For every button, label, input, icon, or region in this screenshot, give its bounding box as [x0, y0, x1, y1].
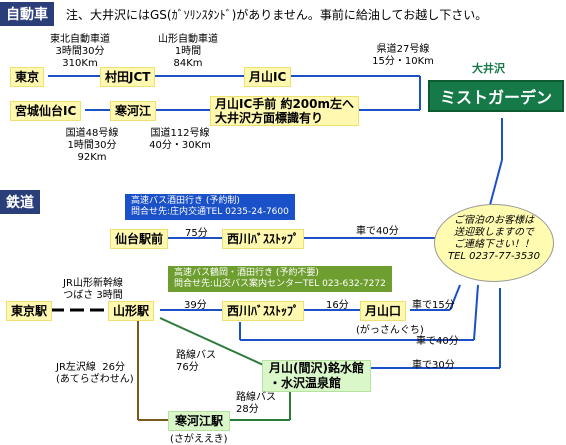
node-sendai-ic: 宮城仙台IC [10, 101, 82, 121]
line-route-bus76 [159, 317, 271, 369]
node-murata-jct: 村田JCT [100, 67, 156, 87]
bus-sakata-info: 高速バス酒田行き (予約制) 問合せ先:庄内交通TEL 0235-24-7600 [125, 194, 295, 220]
node-sendai-station: 仙台駅前 [110, 229, 169, 249]
destination-mist-garden: ミストガーデン [428, 80, 565, 112]
car-40min-1: 車で40分 [356, 226, 399, 237]
sagae-station-reading: (さがええき) [170, 434, 228, 445]
time-16: 16分 [326, 300, 349, 311]
gas-notice: 注、大井沢にはGS(ｶﾞｿﾘﾝｽﾀﾝﾄﾞ)がありません。事前に給油してお越し下さ… [66, 8, 488, 22]
section-train-label: 鉄道 [0, 190, 40, 214]
node-yamagata-station: 山形駅 [108, 301, 155, 321]
bus-tsuruoka-info: 高速バス鶴岡・酒田行き (予約不要) 問合せ先:山交バス案内センターTEL 02… [168, 266, 392, 292]
line-car15-up [449, 284, 461, 311]
node-tokyo-station: 東京駅 [6, 301, 53, 321]
node-sagae-station: 寒河江駅 [168, 411, 231, 431]
route-bus-28: 路線バス 28分 [236, 392, 276, 415]
car-30min: 車で30分 [412, 360, 455, 371]
yamagata-expressway-info: 山形自動車道 1時間 84Km [158, 34, 218, 69]
section-car-label: 自動車 [0, 2, 54, 26]
shinkansen-info: JR山形新幹線 つばさ 3時間 [63, 278, 123, 301]
line-car40-up [473, 284, 479, 341]
aterazawa-line-info: JR左沢線 26分 (あてらざわせん) [56, 362, 134, 385]
time-75: 75分 [185, 228, 208, 239]
node-gassan-guchi: 月山口 [360, 301, 407, 321]
car-40min-2: 車で40分 [416, 336, 459, 347]
route112-info: 国道112号線 40分・30Km [149, 128, 211, 151]
node-nishikawa-stop-1: 西川ﾊﾞｽｽﾄｯﾌﾟ [222, 229, 305, 249]
gassan-guchi-reading: (がっさんぐち) [356, 325, 424, 336]
pickup-bubble: ご宿泊のお客様は 送迎致しますので ご連絡下さい！！ TEL 0237-77-3… [434, 204, 554, 282]
node-gassan-ic: 月山IC [244, 67, 292, 87]
node-sagae: 寒河江 [110, 101, 157, 121]
node-gassan-before: 月山IC手前 約200m左へ 大井沢方面標識有り [210, 96, 360, 126]
car-15min: 車で15分 [412, 300, 455, 311]
node-tokyo: 東京 [10, 67, 45, 87]
pref-road-info: 県道27号線 15分・10Km [372, 44, 434, 67]
destination-area-label: 大井沢 [472, 62, 505, 75]
node-nishikawa-stop-2: 西川ﾊﾞｽｽﾄｯﾌﾟ [222, 301, 305, 321]
route48-info: 国道48号線 1時間30分 92Km [65, 128, 119, 163]
time-39: 39分 [184, 300, 207, 311]
line-dest-bubble-diag [489, 159, 503, 206]
tohoku-expressway-info: 東北自動車道 3時間30分 310Km [50, 34, 110, 69]
route-bus-76: 路線バス 76分 [176, 350, 216, 373]
node-meisuikan: 月山(間沢)銘水館 ・水沢温泉館 [262, 360, 371, 392]
